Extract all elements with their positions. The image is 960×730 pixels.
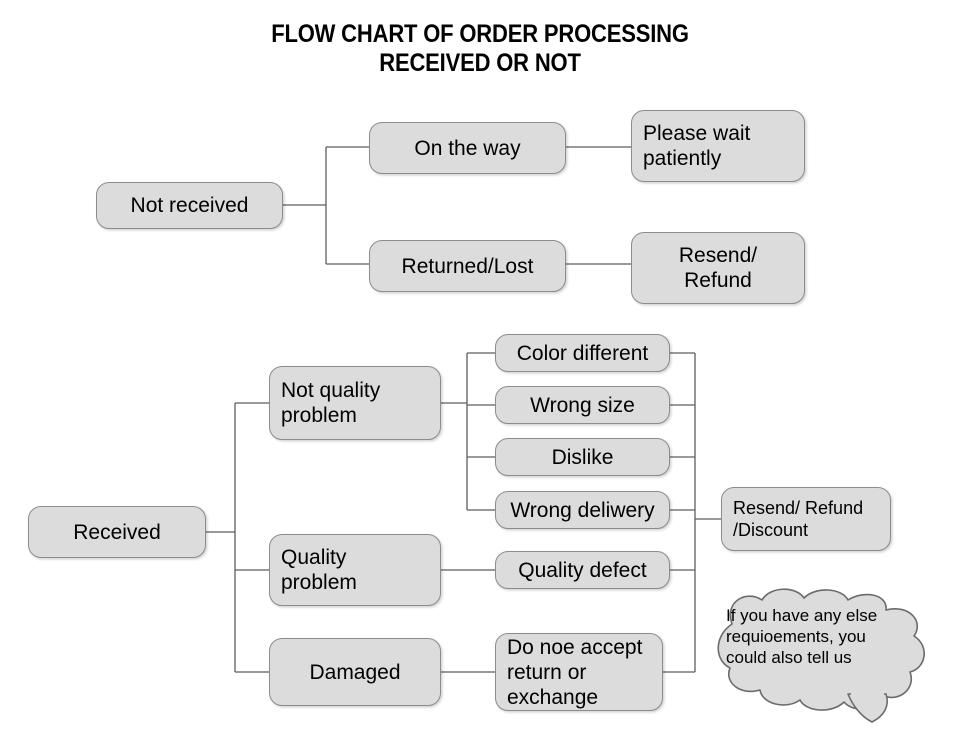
- node-do-not-accept[interactable]: Do noe accept return or exchange: [495, 633, 663, 711]
- page-title: FLOW CHART OF ORDER PROCESSING RECEIVED …: [271, 20, 689, 77]
- node-on-the-way[interactable]: On the way: [369, 122, 566, 174]
- node-returned-lost-label: Returned/Lost: [401, 254, 534, 278]
- node-quality-defect-label: Quality defect: [518, 558, 647, 582]
- node-not-quality-problem[interactable]: Not quality problem: [269, 366, 441, 440]
- node-color-different[interactable]: Color different: [495, 334, 670, 372]
- node-resend-refund[interactable]: Resend/ Refund: [631, 232, 805, 304]
- node-damaged-label: Damaged: [309, 660, 401, 684]
- node-returned-lost[interactable]: Returned/Lost: [369, 240, 566, 292]
- node-please-wait-patiently[interactable]: Please wait patiently: [631, 110, 805, 182]
- node-not-received[interactable]: Not received: [96, 182, 283, 229]
- node-wrong-deliwery-label: Wrong deliwery: [510, 498, 655, 522]
- callout-bubble-shape: [717, 588, 925, 723]
- node-wrong-deliwery[interactable]: Wrong deliwery: [495, 491, 670, 529]
- node-damaged[interactable]: Damaged: [269, 638, 441, 706]
- node-resend-refund-label: Resend/ Refund: [678, 244, 758, 292]
- node-on-the-way-label: On the way: [414, 136, 521, 160]
- node-resend-refund-discount-label: Resend/ Refund /Discount: [733, 498, 864, 540]
- node-wrong-size-label: Wrong size: [530, 393, 635, 417]
- node-dislike-label: Dislike: [551, 445, 614, 469]
- node-not-received-label: Not received: [130, 194, 249, 217]
- node-do-not-accept-label: Do noe accept return or exchange: [507, 635, 643, 709]
- callout-bubble: If you have any else requioements, you c…: [704, 588, 936, 726]
- node-quality-problem[interactable]: Quality problem: [269, 534, 441, 606]
- node-received-label: Received: [73, 520, 161, 544]
- callout-bubble-text: If you have any else requioements, you c…: [726, 606, 878, 667]
- node-dislike[interactable]: Dislike: [495, 438, 670, 476]
- callout-bubble-path: [717, 588, 925, 711]
- node-resend-refund-discount[interactable]: Resend/ Refund /Discount: [721, 487, 891, 551]
- callout-bubble-tail: [847, 693, 888, 723]
- node-not-quality-problem-label: Not quality problem: [281, 379, 381, 427]
- node-quality-problem-label: Quality problem: [281, 546, 357, 594]
- node-received[interactable]: Received: [28, 506, 206, 558]
- node-quality-defect[interactable]: Quality defect: [495, 551, 670, 589]
- node-please-wait-label: Please wait patiently: [643, 122, 751, 170]
- node-color-different-label: Color different: [516, 341, 649, 365]
- node-wrong-size[interactable]: Wrong size: [495, 386, 670, 424]
